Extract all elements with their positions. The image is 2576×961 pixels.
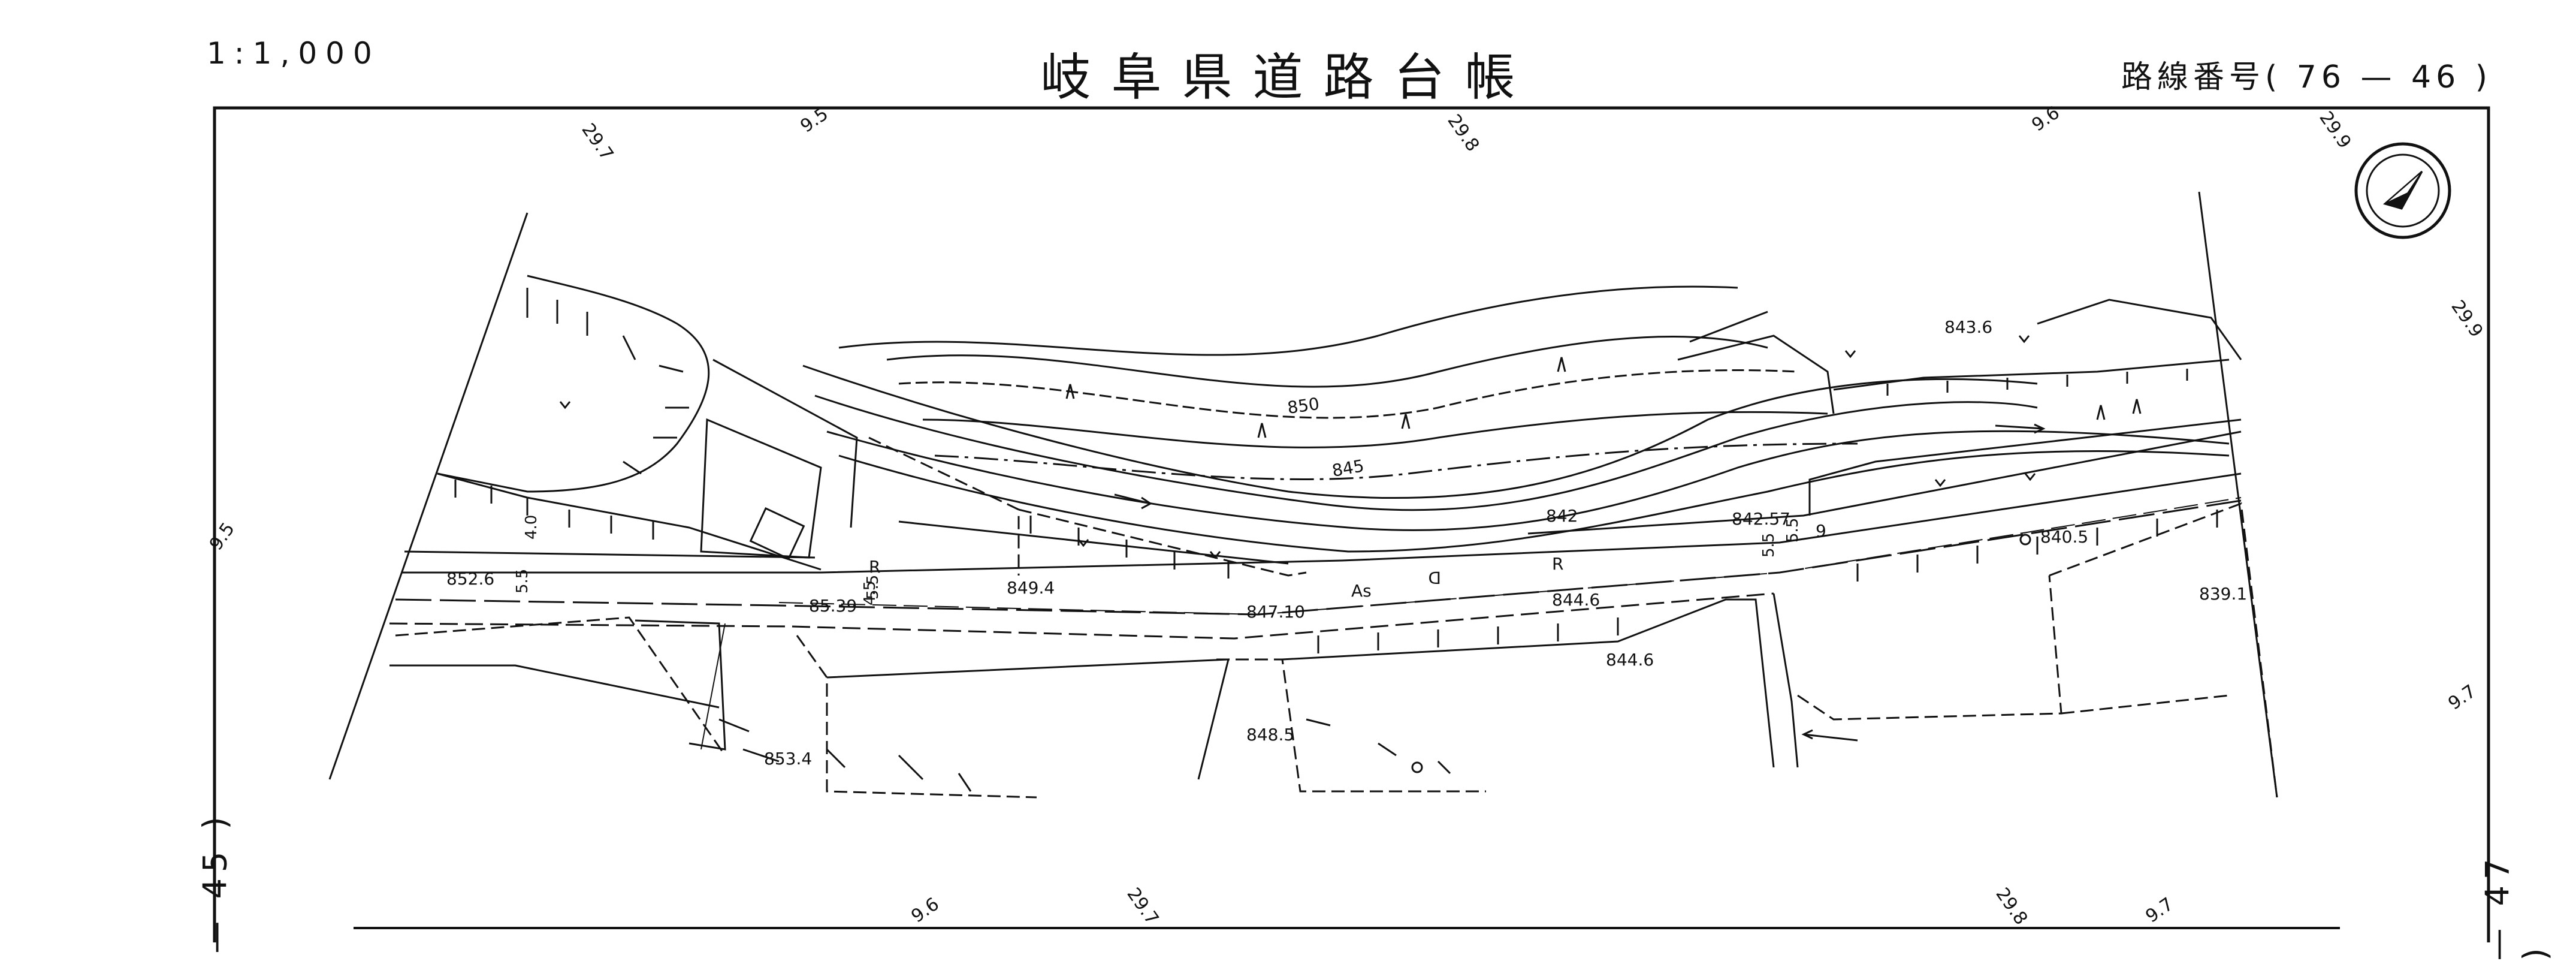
elevation-label: 850	[1286, 394, 1321, 418]
width-label: 5.5	[1760, 533, 1778, 558]
page-title: 岐阜県道路台帳	[1040, 48, 1536, 107]
road-mark: R	[869, 557, 880, 577]
route-label: 路線番号(	[2121, 59, 2282, 95]
grid-mark: 9.7	[2142, 894, 2178, 927]
width-label: 5.5	[1784, 518, 1802, 543]
grid-mark: 29.8	[1443, 111, 1483, 156]
scale-label: 1:1,000	[207, 36, 380, 71]
north-arrow-icon	[2354, 142, 2451, 239]
elevation-label: 847.10	[1246, 602, 1305, 622]
map-frame	[213, 106, 2490, 942]
route-dash: —	[2360, 59, 2397, 95]
road-mark: D	[1428, 568, 1441, 588]
elevation-label: 844.6	[1552, 590, 1600, 610]
width-dimensions: 4.0 5.5 5.5 5.5 5.5 4.5	[514, 515, 1802, 605]
vegetation-marks	[559, 335, 2142, 559]
elevation-label: 853.4	[764, 749, 812, 769]
grid-mark: 29.8	[1991, 884, 2031, 929]
width-label: 4.5	[861, 581, 879, 605]
elevation-label: 839.1	[2199, 584, 2247, 604]
grid-mark: 9.7	[2445, 681, 2480, 715]
grid-mark: 29.9	[2447, 297, 2487, 342]
elevation-label: 849.4	[1007, 578, 1055, 598]
grid-mark: 29.7	[577, 120, 617, 165]
width-label: 4.0	[523, 515, 540, 540]
grid-mark: 9.6	[908, 894, 943, 927]
route-number-a: 76	[2296, 59, 2346, 95]
land-parcels	[328, 191, 2278, 799]
embankment-ticks	[454, 288, 2218, 792]
elevation-label: 842	[1546, 506, 1578, 526]
road-mark: R	[1552, 554, 1563, 574]
contour-lines	[802, 285, 2230, 553]
survey-markers	[1411, 534, 2031, 773]
width-label: 5.5	[514, 569, 531, 594]
elevation-label: 843.6	[1944, 317, 1992, 337]
flow-arrows	[1114, 423, 2046, 742]
route-number-b: 46	[2411, 59, 2461, 95]
elevation-label: 844.6	[1606, 650, 1654, 670]
elevation-label: 840.5	[2040, 527, 2088, 547]
elevation-label: 842.57	[1732, 509, 1790, 529]
elevation-label: 85.39	[809, 596, 857, 616]
width-label: 5.5	[864, 575, 882, 600]
elevation-labels: 850 845 842 843.6 842.57 840.5 839.1 852…	[446, 317, 2247, 769]
road-mark: 9	[1816, 521, 1826, 541]
grid-mark: 9.5	[206, 519, 239, 554]
road-marks: As D R R 9	[869, 521, 1826, 601]
elevation-label: 852.6	[446, 569, 494, 589]
road-mark: As	[1351, 581, 1372, 601]
route-close: )	[2475, 59, 2492, 95]
grid-mark: 29.7	[1122, 884, 1162, 929]
elevation-label: 848.5	[1246, 725, 1294, 745]
main-road	[389, 472, 2242, 640]
grid-mark: 29.9	[2315, 108, 2355, 153]
route-number: 路線番号( 76 — 46 )	[2121, 52, 2492, 97]
